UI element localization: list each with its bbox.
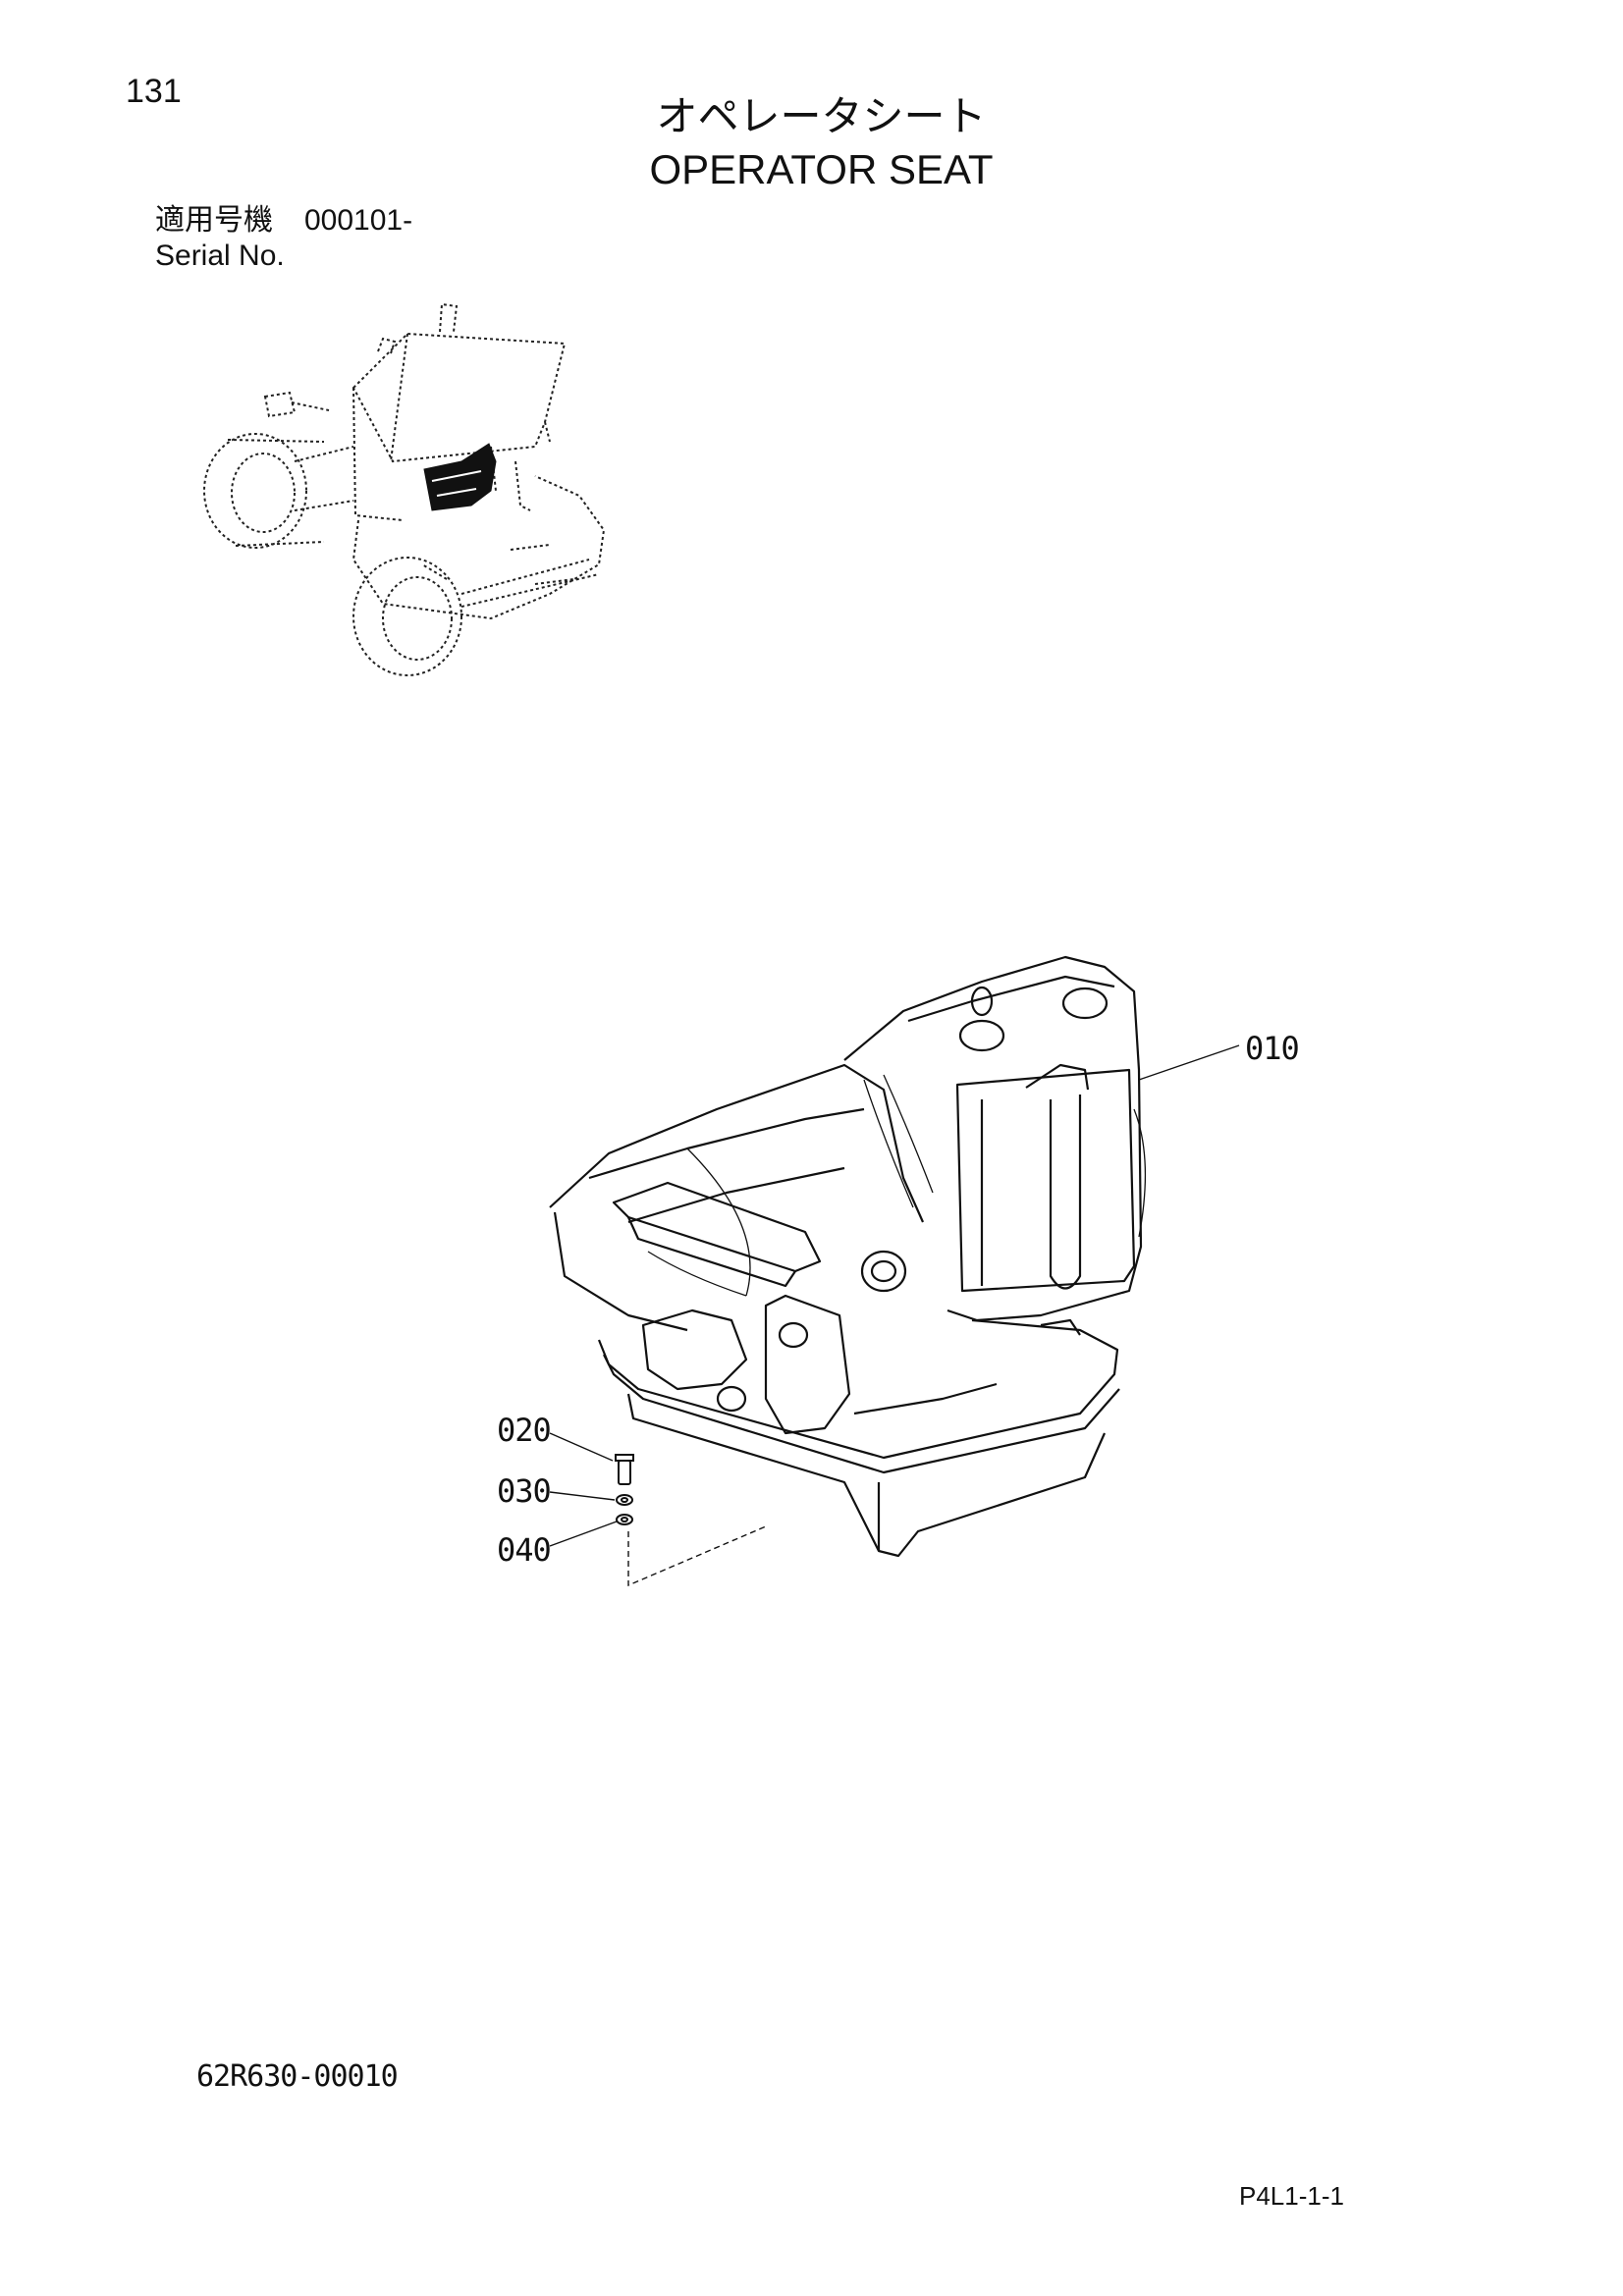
page-code: P4L1-1-1	[1239, 2181, 1344, 2211]
serial-label-english: Serial No.	[155, 240, 285, 272]
callout-030: 030	[497, 1472, 552, 1510]
callout-040: 040	[497, 1531, 552, 1569]
serial-label-japanese: 適用号機	[155, 204, 273, 237]
serial-number-range: 000101-	[304, 204, 413, 237]
page-title-english: OPERATOR SEAT	[649, 146, 994, 192]
drawing-number: 62R630-00010	[196, 2059, 399, 2094]
page-title-japanese: オペレータシート	[656, 93, 987, 139]
callout-010: 010	[1245, 1030, 1300, 1067]
callout-020: 020	[497, 1412, 552, 1449]
page-number: 131	[126, 73, 182, 110]
